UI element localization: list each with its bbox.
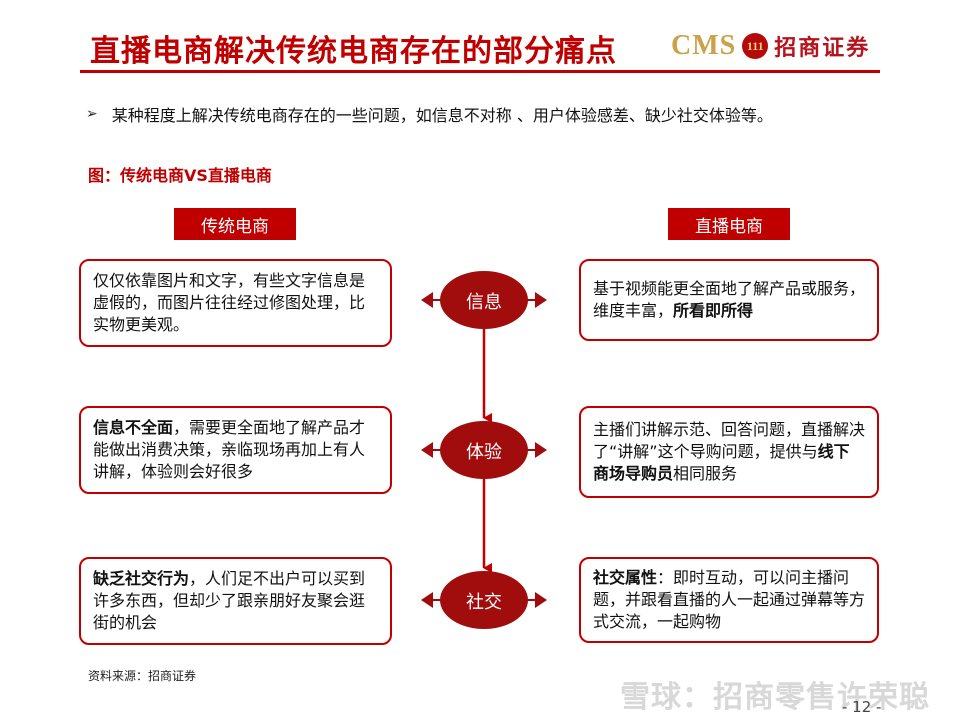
right-box-social: 社交属性：即时互动，可以问主播问题，并跟看直播的人一起通过弹幕等方式交流，一起购… (579, 557, 879, 643)
right-box-social-bold: 社交属性 (593, 568, 658, 587)
figure-title: 图：传统电商VS直播电商 (88, 166, 272, 185)
arrowhead-left-icon (421, 592, 433, 608)
arrowhead-right-icon (535, 442, 547, 458)
left-box-social-text: ，人们足不出户可以买到许多东西，但却少了跟亲朋好友聚会逛街的机会 (93, 569, 366, 632)
node-social (421, 571, 547, 629)
page-title: 直播电商解决传统电商存在的部分痛点 (90, 34, 617, 69)
left-box-social: 缺乏社交行为，人们足不出户可以买到许多东西，但却少了跟亲朋好友聚会逛街的机会 (79, 557, 392, 645)
logo-cms-text: CMS (671, 30, 737, 61)
summary-text: 某种程度上解决传统电商存在的一些问题，如信息不对称 、用户体验感差、缺少社交体验… (111, 106, 773, 125)
left-box-experience-bold: 信息不全面 (93, 418, 174, 437)
right-box-social-text: ：即时互动，可以问主播问题，并跟看直播的人一起通过弹幕等方式交流，一起购物 (593, 568, 866, 631)
node-label-experience: 体验 (466, 442, 502, 463)
watermark: 雪球：招商零售许荣聪 (620, 680, 930, 715)
node-info (421, 271, 547, 329)
right-box-experience-post: 相同服务 (673, 464, 738, 483)
right-box-experience-text: 主播们讲解示范、回答问题，直播解决了“讲解”这个导购问题，提供与 (593, 420, 866, 461)
arrowhead-left-icon (421, 442, 433, 458)
right-box-info-text: 基于视频能更全面地了解产品或服务，维度丰富， (593, 279, 866, 320)
logo-mark-icon: 111 (742, 33, 769, 59)
right-box-info-bold: 所看即所得 (673, 301, 754, 320)
bullet-arrow-icon: ➢ (86, 106, 98, 122)
left-box-experience-text: ，需要更全面地了解产品才能做出消费决策，亲临现场再加上有人讲解，体验则会好很多 (93, 418, 366, 481)
arrowhead-right-icon (535, 292, 547, 308)
arrowhead-left-icon (421, 292, 433, 308)
right-box-info: 基于视频能更全面地了解产品或服务，维度丰富，所看即所得 (579, 259, 879, 341)
node-label-info: 信息 (466, 292, 502, 313)
left-box-experience: 信息不全面，需要更全面地了解产品才能做出消费决策，亲临现场再加上有人讲解，体验则… (79, 406, 392, 494)
title-divider (80, 70, 880, 73)
column-label-live: 直播电商 (668, 208, 790, 240)
left-box-social-bold: 缺乏社交行为 (93, 569, 190, 588)
left-box-info-text: 仅仅依靠图片和文字，有些文字信息是虚假的，而图片往往经过修图处理，比实物更美观。 (93, 271, 366, 334)
page-number: - 12 - (842, 698, 882, 716)
right-box-experience: 主播们讲解示范、回答问题，直播解决了“讲解”这个导购问题，提供与线下商场导购员相… (579, 406, 879, 498)
node-experience (421, 421, 547, 479)
arrowhead-right-icon (535, 592, 547, 608)
brand-logo: CMS 111 招商证券 (671, 30, 870, 62)
right-box-experience-bold: 线下商场导购员 (593, 442, 850, 483)
logo-company-name: 招商证券 (774, 36, 871, 61)
column-label-traditional: 传统电商 (174, 208, 296, 240)
node-label-social: 社交 (466, 592, 502, 613)
summary-bullet: ➢ 某种程度上解决传统电商存在的一些问题，如信息不对称 、用户体验感差、缺少社交… (86, 102, 773, 126)
source-note: 资料来源：招商证券 (88, 669, 197, 683)
left-box-info: 仅仅依靠图片和文字，有些文字信息是虚假的，而图片往往经过修图处理，比实物更美观。 (79, 259, 392, 347)
